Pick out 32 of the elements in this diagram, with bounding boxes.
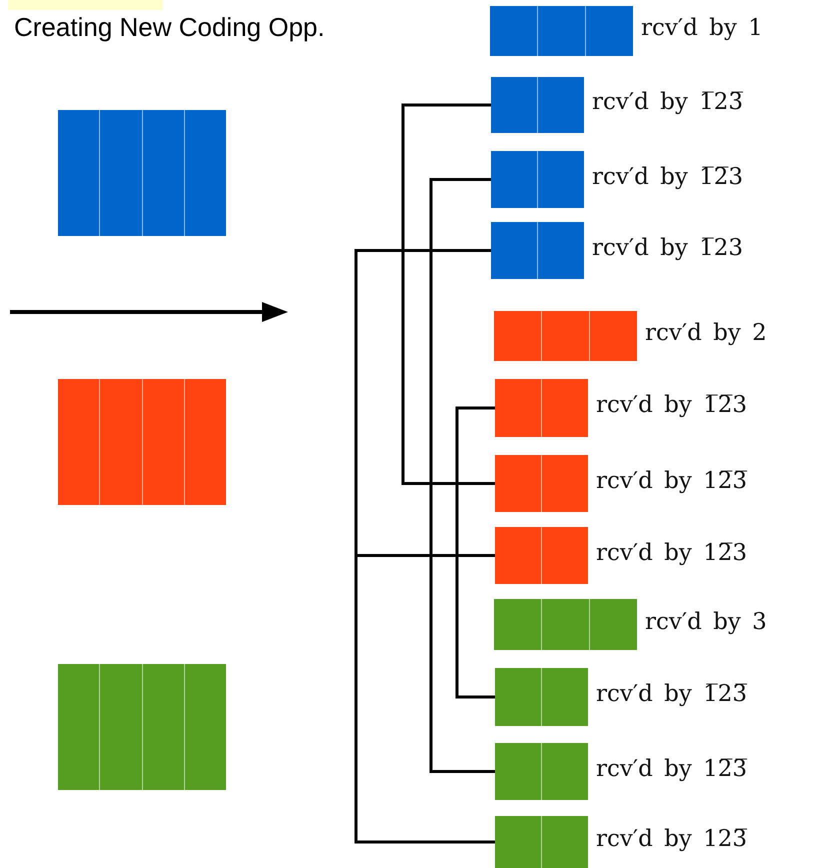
- receiver-label: rcv′d by 3: [645, 610, 767, 634]
- segmented-block: [495, 455, 588, 512]
- segmented-block: [495, 527, 588, 584]
- receiver-label: rcv′d by 1̅2̅3: [596, 394, 748, 417]
- segmented-block: [494, 599, 637, 650]
- receiver-label: rcv′d by 1̅2̅3: [592, 166, 744, 188]
- segmented-block: [495, 743, 588, 800]
- segmented-block: [495, 668, 588, 726]
- receiver-label: rcv′d by 12̅3̅: [596, 758, 748, 780]
- receiver-label: rcv′d by 12̅3: [596, 542, 748, 564]
- connector-line: [456, 406, 495, 698]
- receiver-label: rcv′d by 1̅23̅: [592, 91, 744, 114]
- receiver-label: rcv′d by 12̅3̅: [596, 470, 748, 492]
- receiver-label: rcv′d by 1̅23: [592, 236, 744, 260]
- connector-line: [430, 178, 495, 773]
- segmented-block: [495, 816, 588, 868]
- segmented-block: [491, 151, 584, 208]
- connector-line: [402, 104, 495, 485]
- receiver-label: rcv′d by 123̅: [596, 828, 748, 851]
- segmented-block: [494, 311, 637, 361]
- segmented-block: [58, 664, 226, 790]
- segmented-block: [490, 6, 633, 56]
- segmented-block: [58, 110, 226, 236]
- connector-line: [354, 249, 495, 844]
- segmented-block: [58, 379, 226, 505]
- receiver-label: rcv′d by 1̅23̅: [596, 683, 748, 706]
- receiver-label: rcv′d by 1: [641, 17, 763, 40]
- receiver-label: rcv′d by 2: [645, 322, 767, 345]
- title: Creating New Coding Opp.: [14, 12, 325, 43]
- segmented-block: [491, 222, 584, 279]
- segmented-block: [495, 379, 588, 437]
- segmented-block: [491, 77, 584, 133]
